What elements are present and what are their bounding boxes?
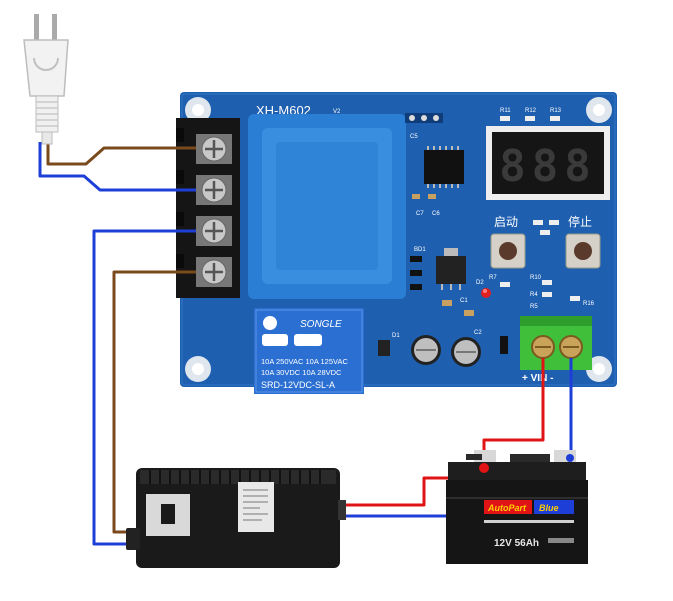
mounting-hole — [185, 356, 211, 382]
stop-button-label: 停止 — [568, 214, 592, 229]
label-c1: C1 — [460, 298, 468, 304]
terminal-screw — [196, 134, 232, 164]
battery-brand-right: Blue — [539, 503, 559, 513]
mounting-hole — [185, 97, 211, 123]
label-c7: C7 — [416, 211, 424, 217]
transformer — [248, 114, 406, 299]
seven-segment-display: 888 — [486, 126, 610, 200]
mounting-hole — [586, 356, 612, 382]
label-r7: R7 — [489, 275, 497, 281]
relay-rating-line1: 10A 250VAC 10A 125VAC — [261, 357, 348, 366]
capacitor — [451, 337, 481, 367]
terminal-screw — [196, 175, 232, 205]
label-r4: R4 — [530, 292, 538, 298]
battery-spec: 12V 56Ah — [494, 538, 539, 549]
relay-rating-line2: 10A 30VDC 10A 28VDC — [261, 368, 342, 377]
mounting-hole — [586, 97, 612, 123]
vin-terminal — [520, 316, 592, 370]
label-c6: C6 — [432, 211, 440, 217]
label-r16: R16 — [583, 301, 595, 307]
wires — [38, 142, 578, 546]
stop-button[interactable] — [565, 233, 601, 269]
label-c5: C5 — [410, 134, 418, 140]
label-d2: D2 — [476, 280, 484, 286]
label-r12: R12 — [525, 108, 537, 114]
capacitor — [378, 335, 441, 365]
status-led — [481, 288, 491, 298]
display-digits: 888 — [499, 141, 596, 192]
label-r11: R11 — [500, 108, 511, 114]
label-r5: R5 — [530, 304, 538, 310]
pin-header — [405, 113, 443, 123]
ac-charger-icon — [126, 468, 346, 568]
label-r13: R13 — [550, 108, 562, 114]
wire-plug-live — [46, 142, 196, 166]
label-c2: C2 — [474, 330, 482, 336]
label-bd1: BD1 — [414, 247, 426, 253]
terminal-screw — [196, 216, 232, 246]
board-version-label: V2 — [333, 109, 341, 115]
relay-brand: SONGLE — [300, 319, 342, 330]
car-battery-icon: AutoPart Blue 12V 56Ah — [446, 450, 588, 564]
control-board: XH-M602 V2 C5 C6 C7 — [176, 92, 617, 394]
battery-brand-left: AutoPart — [487, 503, 527, 513]
label-d1: D1 — [392, 333, 400, 339]
voltage-regulator — [436, 248, 466, 290]
relay-model: SRD-12VDC-SL-A — [261, 380, 335, 390]
ic-chip — [424, 146, 464, 188]
wire-charger-neutral — [92, 229, 196, 546]
relay: SONGLE 10A 250VAC 10A 125VAC 10A 30VDC 1… — [254, 308, 364, 394]
screw-terminal-block — [176, 118, 240, 298]
start-button-label: 启动 — [494, 215, 518, 229]
terminal-screw — [196, 257, 232, 287]
wire-charger-live — [112, 270, 196, 534]
start-button[interactable] — [490, 233, 526, 269]
wire-plug-neutral — [38, 142, 196, 192]
power-plug-icon — [23, 14, 69, 145]
vin-terminal-label: + VIN - — [522, 373, 553, 384]
label-r10: R10 — [530, 275, 542, 281]
